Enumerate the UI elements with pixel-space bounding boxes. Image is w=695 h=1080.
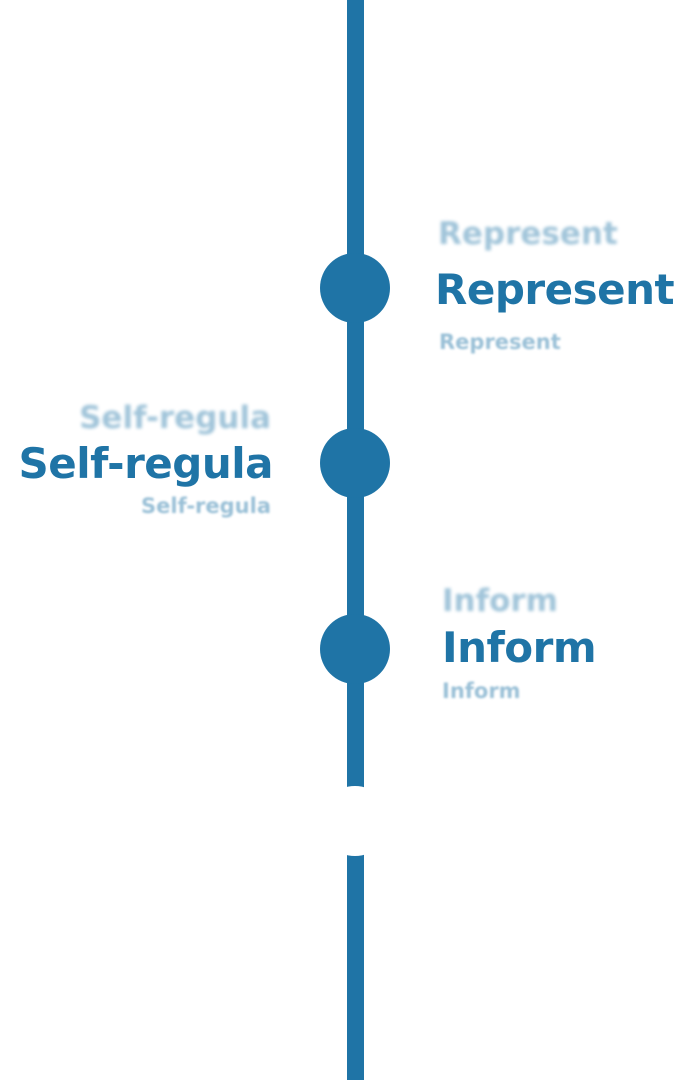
timeline-node-represent bbox=[320, 253, 390, 323]
inform-ghost-bottom: Inform bbox=[442, 679, 521, 703]
represent-ghost-top: Represent bbox=[438, 216, 618, 252]
represent-label: Represent bbox=[435, 265, 675, 314]
timeline-node-self-regula bbox=[320, 428, 390, 498]
self-regula-ghost-bottom: Self-regula bbox=[141, 494, 271, 518]
timeline-gap-node bbox=[320, 786, 390, 856]
self-regula-ghost-top: Self-regula bbox=[79, 400, 271, 436]
represent-ghost-bottom: Represent bbox=[439, 330, 561, 354]
inform-label: Inform bbox=[442, 623, 597, 672]
inform-ghost-top: Inform bbox=[442, 583, 558, 619]
timeline-line bbox=[347, 0, 364, 1080]
self-regula-label: Self-regula bbox=[18, 439, 274, 488]
timeline-node-inform bbox=[320, 614, 390, 684]
